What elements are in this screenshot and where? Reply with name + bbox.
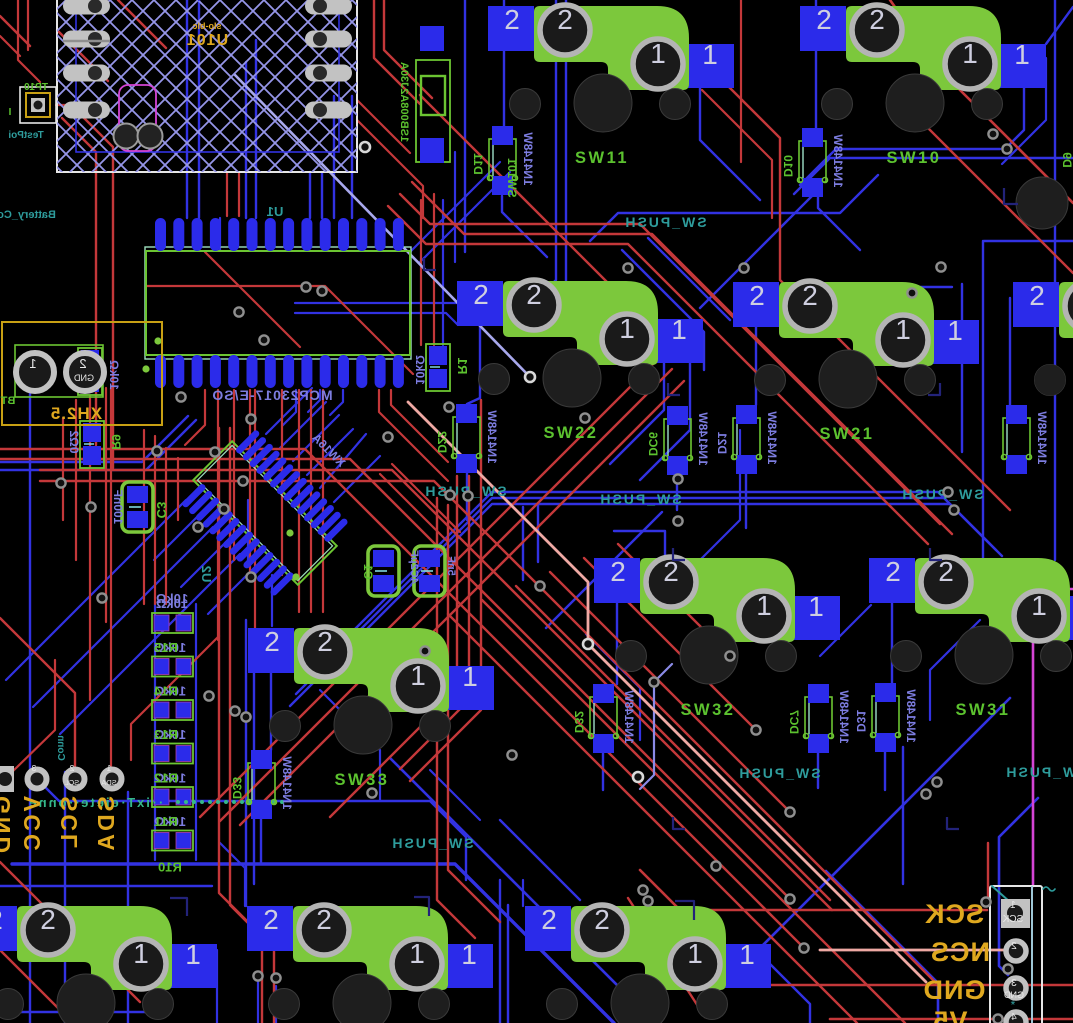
svg-text:1N4148W: 1N4148W bbox=[696, 412, 710, 466]
svg-text:D33: D33 bbox=[230, 777, 244, 799]
svg-text:1N4148W: 1N4148W bbox=[622, 690, 636, 744]
svg-text:10kΩ: 10kΩ bbox=[154, 727, 186, 742]
svg-text:D9: D9 bbox=[1060, 152, 1073, 168]
svg-text:DC6: DC6 bbox=[646, 432, 660, 456]
svg-text:SW101: SW101 bbox=[505, 158, 519, 198]
svg-text:5nF: 5nF bbox=[445, 556, 457, 576]
svg-text:1SB008A2J30A: 1SB008A2J30A bbox=[398, 62, 410, 142]
svg-text:SW10: SW10 bbox=[887, 149, 942, 167]
svg-text:GND: GND bbox=[0, 796, 15, 856]
svg-text:4C2μF: 4C2μF bbox=[408, 550, 420, 584]
svg-text:MCP23017-E/SO: MCP23017-E/SO bbox=[211, 387, 332, 403]
svg-text:··ixT·eiete··onne: ··ixT·eiete··onne bbox=[27, 795, 162, 810]
svg-text:1: 1 bbox=[29, 356, 36, 371]
svg-text:SW_PUSH: SW_PUSH bbox=[423, 483, 506, 499]
svg-text:Battery_Col: Battery_Col bbox=[0, 209, 56, 221]
svg-text:SCL: SCL bbox=[56, 796, 82, 851]
svg-text:3: 3 bbox=[1011, 978, 1017, 989]
svg-text:U101: U101 bbox=[186, 32, 228, 49]
svg-text:TestPoi: TestPoi bbox=[8, 130, 44, 141]
svg-text:10kΩ: 10kΩ bbox=[107, 360, 121, 390]
svg-text:SW22: SW22 bbox=[544, 424, 599, 442]
svg-text:SW31: SW31 bbox=[956, 701, 1011, 719]
svg-text:C1: C1 bbox=[361, 564, 375, 580]
svg-text:GND: GND bbox=[1004, 990, 1025, 1000]
svg-text:1N4148W: 1N4148W bbox=[485, 410, 499, 464]
svg-text:C3: C3 bbox=[154, 502, 169, 519]
svg-text:SW_PUSH: SW_PUSH bbox=[623, 214, 706, 230]
svg-text:V5: V5 bbox=[932, 1006, 967, 1023]
svg-text:4: 4 bbox=[1011, 1012, 1017, 1023]
svg-text:SCK: SCK bbox=[924, 899, 984, 929]
svg-text:D22: D22 bbox=[435, 431, 449, 453]
svg-text:SW_PUSH: SW_PUSH bbox=[1004, 764, 1073, 780]
svg-text:R13: R13 bbox=[154, 727, 178, 742]
svg-text:10kΩ: 10kΩ bbox=[154, 640, 186, 655]
svg-text:1: 1 bbox=[106, 763, 111, 773]
svg-text:SDA: SDA bbox=[101, 778, 116, 787]
svg-text:100nF: 100nF bbox=[111, 490, 125, 525]
svg-text:VCC: VCC bbox=[19, 796, 45, 854]
svg-text:D21: D21 bbox=[715, 432, 729, 454]
svg-text:NCS: NCS bbox=[930, 937, 990, 967]
svg-text:1N4148W: 1N4148W bbox=[904, 689, 918, 743]
svg-text:SW32: SW32 bbox=[681, 701, 736, 719]
svg-text:1N4148W: 1N4148W bbox=[521, 132, 535, 186]
svg-text:SW_PUSH: SW_PUSH bbox=[900, 486, 983, 502]
svg-text:SW21: SW21 bbox=[820, 425, 875, 443]
svg-text:2: 2 bbox=[79, 356, 86, 371]
svg-text:2: 2 bbox=[1011, 941, 1017, 952]
svg-text:SW_PUSH: SW_PUSH bbox=[390, 835, 473, 851]
svg-text:R10: R10 bbox=[158, 860, 182, 875]
svg-text:1N4148W: 1N4148W bbox=[1035, 411, 1049, 465]
svg-text:D31: D31 bbox=[854, 710, 868, 732]
svg-text:1N4148W: 1N4148W bbox=[765, 411, 779, 465]
svg-text:D10: D10 bbox=[781, 155, 795, 177]
svg-text:SCK: SCK bbox=[1002, 914, 1023, 925]
svg-text:D11: D11 bbox=[471, 153, 485, 175]
svg-text:1N4148W: 1N4148W bbox=[837, 690, 851, 744]
svg-text:SW33: SW33 bbox=[335, 771, 390, 789]
svg-text:R14: R14 bbox=[153, 684, 178, 699]
svg-text:1: 1 bbox=[1010, 900, 1016, 911]
svg-text:3: 3 bbox=[31, 763, 36, 773]
svg-text:U1: U1 bbox=[267, 204, 284, 219]
svg-text:R9: R9 bbox=[109, 434, 123, 450]
svg-text:D32: D32 bbox=[572, 711, 586, 733]
svg-text:R12: R12 bbox=[154, 771, 178, 786]
svg-text:GND: GND bbox=[74, 373, 95, 383]
svg-text:R15: R15 bbox=[154, 640, 178, 655]
svg-text:SDA: SDA bbox=[93, 796, 119, 854]
svg-text:GND: GND bbox=[923, 975, 986, 1005]
svg-text:I: I bbox=[8, 107, 11, 118]
svg-text:2: 2 bbox=[69, 763, 74, 773]
svg-text:0Ω2: 0Ω2 bbox=[67, 430, 81, 453]
svg-text:BT: BT bbox=[0, 395, 15, 407]
svg-text:SW_PUSH: SW_PUSH bbox=[737, 765, 820, 781]
svg-text:Conn: Conn bbox=[55, 735, 66, 761]
svg-text:10kΩ: 10kΩ bbox=[154, 814, 186, 829]
svg-text:*: * bbox=[1011, 998, 1016, 1012]
svg-text:10kΩ: 10kΩ bbox=[154, 771, 186, 786]
svg-text:10kΩ: 10kΩ bbox=[156, 596, 188, 611]
svg-text:10kΩ: 10kΩ bbox=[156, 591, 188, 606]
svg-text:XH2.5: XH2.5 bbox=[50, 404, 102, 423]
svg-text:slo-blc: slo-blc bbox=[192, 21, 221, 31]
svg-text:R1: R1 bbox=[455, 358, 470, 375]
svg-text:R11: R11 bbox=[154, 814, 177, 829]
svg-text:DC7: DC7 bbox=[787, 710, 801, 734]
svg-text:U2: U2 bbox=[199, 566, 214, 583]
svg-text:SCL: SCL bbox=[65, 778, 80, 787]
svg-text:1N4148W: 1N4148W bbox=[831, 134, 845, 188]
svg-text:SW_PUSH: SW_PUSH bbox=[598, 491, 681, 507]
svg-text:10kΩ: 10kΩ bbox=[413, 355, 427, 385]
svg-text:1N4148W: 1N4148W bbox=[280, 756, 294, 810]
svg-text:SW11: SW11 bbox=[575, 149, 629, 167]
svg-text:10kΩ: 10kΩ bbox=[154, 684, 186, 699]
svg-text:TP10: TP10 bbox=[24, 82, 48, 93]
